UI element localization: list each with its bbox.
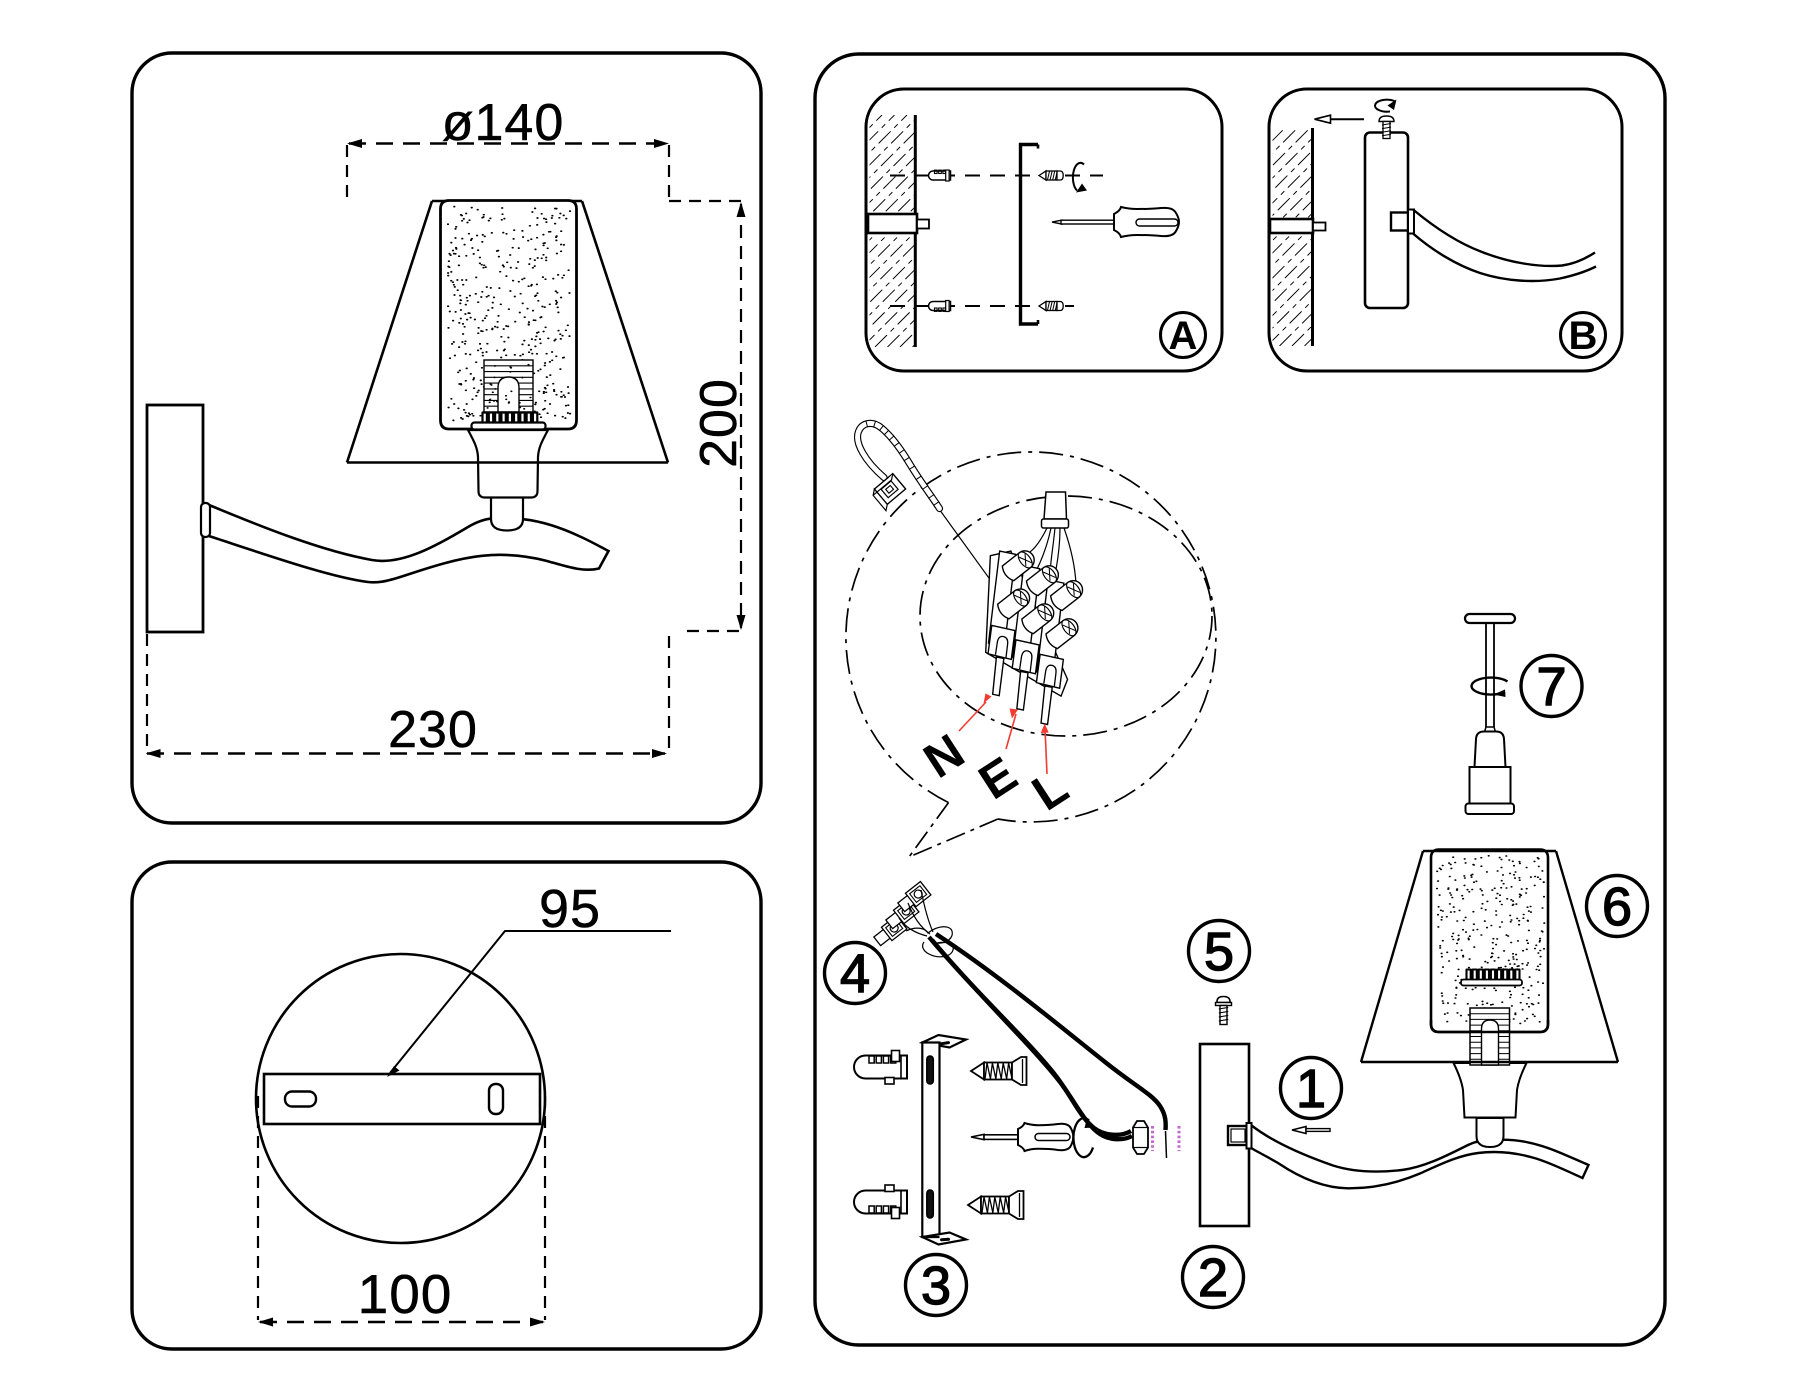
svg-text:A: A bbox=[1169, 314, 1198, 358]
svg-text:100: 100 bbox=[358, 1263, 453, 1325]
svg-text:200: 200 bbox=[690, 378, 748, 468]
svg-text:5: 5 bbox=[1204, 922, 1234, 982]
svg-text:B: B bbox=[1569, 314, 1598, 358]
svg-text:1: 1 bbox=[1296, 1059, 1326, 1119]
svg-text:4: 4 bbox=[840, 944, 870, 1004]
svg-text:3: 3 bbox=[921, 1256, 951, 1316]
svg-text:2: 2 bbox=[1198, 1248, 1228, 1308]
svg-text:6: 6 bbox=[1602, 877, 1632, 937]
svg-text:7: 7 bbox=[1536, 657, 1566, 717]
svg-text:230: 230 bbox=[388, 701, 478, 759]
svg-text:95: 95 bbox=[539, 879, 601, 939]
